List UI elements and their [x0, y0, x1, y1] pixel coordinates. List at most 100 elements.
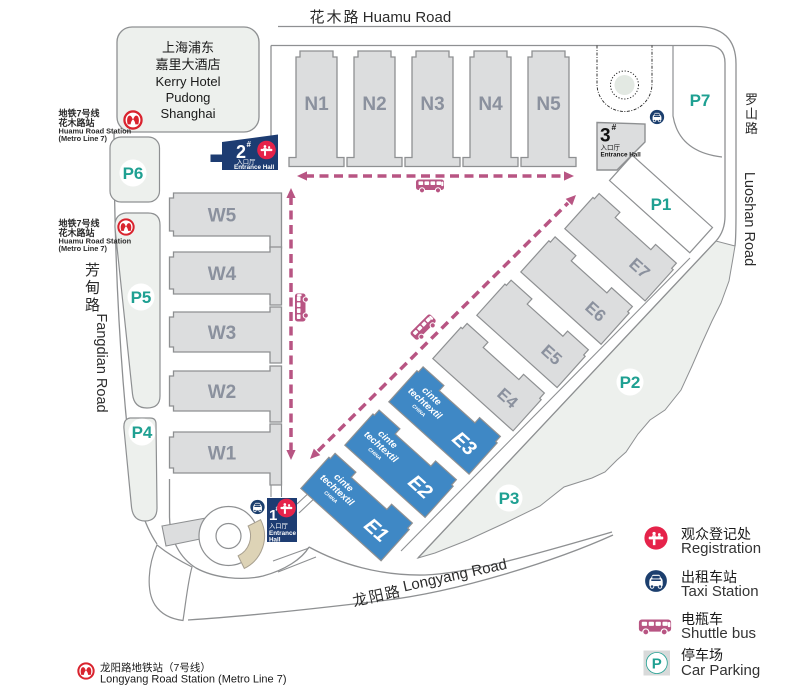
legend-shuttle-icon-window3 — [662, 621, 668, 626]
parking-p1-label: P1 — [651, 195, 672, 214]
metro-logo-icon-p5-m-mark — [120, 223, 132, 231]
hall-e3-shape — [387, 365, 502, 475]
parking-p5-label: P5 — [131, 288, 152, 307]
shuttle-route-diagonal — [316, 201, 570, 453]
hall-n4-shape — [462, 50, 519, 168]
metro-logo-icon-kerry-m-mark — [127, 115, 139, 125]
hall-n1-label: N1 — [304, 94, 329, 115]
roundabout-inner-circle — [215, 522, 242, 550]
legend-shuttle-icon — [638, 619, 672, 636]
registration-icon-entrance1-counter — [280, 506, 293, 510]
beige-arc-entrance1 — [237, 519, 265, 570]
entrance1-number: 1 — [269, 507, 277, 524]
longyang-station-en: Longyang Road Station (Metro Line 7) — [100, 674, 287, 686]
kerry-hotel-line5: Shanghai — [161, 106, 216, 121]
entrance3-shape — [596, 121, 646, 171]
registration-icon-entrance2-counter — [260, 148, 273, 152]
arrow-west-down — [286, 450, 296, 460]
registration-icon-entrance1-person1-head — [283, 503, 287, 506]
huamu-station-label1-line1: 地铁7号线 — [59, 108, 100, 119]
dropoff-circle-fill — [614, 75, 635, 95]
road-label-fangdian-zh: 芳甸路 — [85, 262, 100, 314]
legend-registration-icon-counter — [648, 536, 664, 540]
parking-p6-label: P6 — [123, 164, 144, 183]
huamu-station-label1-line2: 花木路站 — [59, 117, 95, 128]
legend-registration-en: Registration — [681, 540, 761, 557]
hall-w1-shape — [168, 423, 283, 486]
legend-registration-icon-counter-leg — [652, 539, 656, 546]
hall-w3-shape — [168, 306, 283, 364]
kerry-hotel-line1: 上海浦东 — [162, 40, 214, 55]
registration-icon-entrance1 — [277, 498, 296, 518]
legend-registration-icon-person2-body — [657, 535, 662, 537]
legend-parking-circle — [645, 652, 668, 674]
taxi-icon-entrance3-wheel-r — [658, 119, 662, 123]
kerry-hotel-line4: Pudong — [166, 90, 211, 105]
shuttle-bus-icon-north-windshield — [441, 181, 444, 187]
parking-area-p1 — [608, 154, 714, 254]
shuttle-bus-icon-diagonal-window0 — [412, 329, 419, 336]
shuttle-bus-icon-west — [295, 293, 309, 322]
hall-w4-shape — [168, 246, 283, 306]
parking-p2-halo — [616, 368, 644, 396]
parking-p3-label: P3 — [499, 489, 520, 508]
entrance2-number-sup: # — [247, 140, 252, 149]
metro-logo-icon-p5 — [117, 218, 135, 236]
hall-w2-shape — [168, 365, 283, 423]
legend-registration-icon — [644, 526, 668, 550]
halls-east: cintetechtextilCHINAE1cintetechtextilCHI… — [299, 192, 678, 562]
taxi-icon-entrance3 — [649, 109, 665, 125]
legend-registration-zh: 观众登记处 — [681, 526, 751, 542]
parking-p4-label: P4 — [132, 423, 153, 442]
arrow-north-right — [564, 171, 574, 181]
huamu-station-label2-line2: 花木路站 — [59, 227, 95, 238]
taxi-icon-entrance3-taxi-band — [653, 115, 661, 117]
shuttle-bus-icon-north-window3 — [436, 181, 442, 185]
shuttle-bus-icon-diagonal — [410, 314, 436, 340]
hall-e6: E6 — [519, 236, 634, 346]
registration-icon-entrance2 — [257, 140, 276, 160]
hall-e7-shape — [563, 192, 678, 302]
hall-w4-label: W4 — [208, 264, 237, 285]
shuttle-bus-icon-west-window1 — [296, 308, 301, 313]
legend-taxi-icon-windshield — [652, 575, 660, 579]
taxi-icon-entrance1-wheel-r — [258, 509, 262, 513]
huamu-station-label2-line3: Huamu Road Station — [59, 237, 132, 246]
registration-icon-entrance1-person2-head — [287, 504, 291, 507]
shuttle-bus-icon-diagonal-wheel-front — [429, 322, 436, 329]
hall-n3-label: N3 — [420, 94, 444, 115]
entrance3-number: 3 — [600, 126, 611, 147]
legend-shuttle-zh: 电瓶车 — [681, 611, 723, 627]
shuttle-bus-icon-north-window1 — [424, 181, 430, 185]
shuttle-bus-icon-west-windshield — [297, 294, 302, 297]
legend-taxi-icon-taxi-band — [651, 579, 661, 581]
metro-logo-icon-longyang-m-mark — [80, 667, 92, 675]
entrance3-label-zh: 入口厅 — [601, 144, 621, 152]
hall-e5-shape — [475, 279, 590, 389]
road-label-luoshan-zh: 罗山路 — [745, 92, 758, 136]
legend-parking-zh: 停车场 — [681, 647, 723, 663]
registration-icon-entrance2-person1-body — [263, 147, 267, 149]
road-longyang-upper-edge — [308, 531, 613, 576]
shuttle-bus-icon-west-wheel-front — [302, 296, 309, 303]
hall-w5-shape — [168, 192, 283, 249]
hall-e2-shape — [343, 409, 458, 519]
kerry-hotel-line3: Kerry Hotel — [155, 74, 220, 89]
taxi-icon-entrance3-windshield — [654, 113, 660, 116]
legend-taxi-icon — [644, 569, 668, 593]
registration-icon-entrance1-person2-body — [287, 506, 291, 507]
entrance3-label-en: Entrance Hall — [601, 152, 641, 159]
legend-shuttle-icon-wheel-front — [660, 628, 668, 636]
hall-n2-shape — [346, 50, 403, 168]
entrance2-number: 2 — [236, 142, 246, 162]
parking-area-p2-p3 — [416, 240, 736, 559]
legend-registration-icon-person1-head — [652, 531, 656, 536]
registration-icon-entrance2-counter-leg — [264, 151, 267, 156]
taxi-icon-entrance1 — [249, 499, 266, 515]
